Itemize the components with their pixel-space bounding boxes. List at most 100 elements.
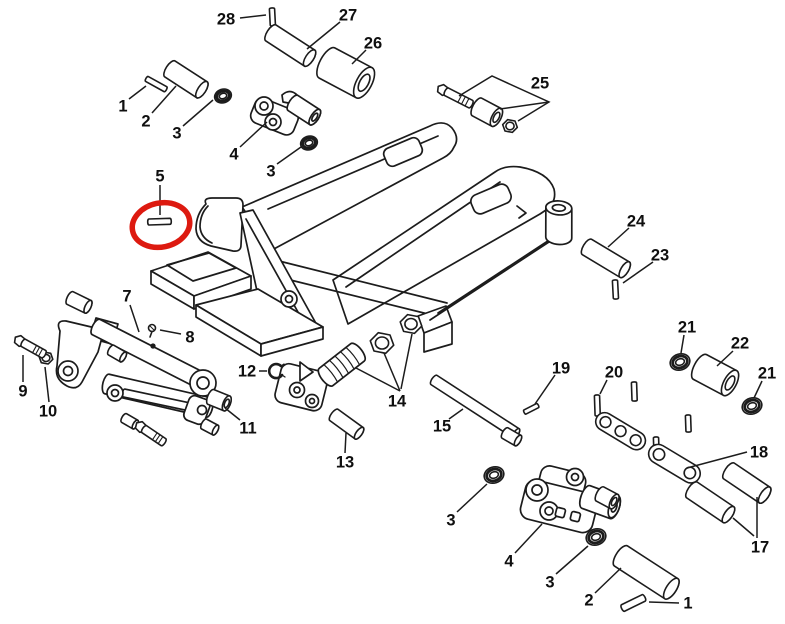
part-number-4-6: 4 [229,146,239,164]
part-number-27-1: 27 [339,7,357,25]
part-number-17-27: 17 [751,539,769,557]
leader-line-1-32 [648,601,680,604]
part-number-10-15: 10 [39,403,57,421]
leader-line-19-21 [534,374,556,405]
base-step-front [193,275,252,310]
part-number-26-2: 26 [364,35,382,53]
pin-24 [580,238,632,279]
leader-line-22-24 [716,350,734,367]
pin-19 [522,402,540,415]
part-number-22-24: 22 [731,335,749,353]
chassis-corner-front [423,321,453,353]
roll-pin-5 [146,217,173,226]
leader-line-1-3 [128,85,147,100]
part-number-7-12: 7 [122,288,131,306]
arm-assembly [55,317,217,426]
part-number-23-11: 23 [651,247,669,265]
bolt-9 [13,334,47,359]
pin-17a [684,481,736,524]
leader-line-13-18 [344,432,347,454]
bushing-b [106,344,128,363]
roller-22 [690,353,740,397]
part-number-9-14: 9 [18,383,27,401]
link-b [647,443,702,484]
leader-line-3-28 [456,483,488,513]
leader-line-8-13 [159,329,182,335]
bushing-mid [500,426,523,447]
coupling-yoke-top [249,90,322,136]
pin-18a [684,414,692,433]
leader-line-3-30 [555,545,589,575]
foot-front [260,326,324,357]
leader-line-3-5 [182,99,214,127]
roller-25 [470,97,504,128]
part-number-21-23: 21 [678,319,696,337]
oring-3b [299,135,319,151]
part-number-5-8: 5 [155,168,164,186]
part-number-3-28: 3 [446,512,455,530]
nut-25 [501,118,519,134]
part-number-12-17: 12 [238,363,256,381]
leader-line-17-27 [732,517,755,537]
pin-13 [328,408,365,440]
leader-line-18-26 [686,451,748,469]
leader-line-23-11 [622,261,654,284]
snap-ring-12 [267,362,286,380]
leader-line-25-9 [499,101,550,110]
pin-20 [593,394,602,417]
part-number-4-29: 4 [504,553,514,571]
pin-2-top [163,59,209,99]
part-number-25-9: 25 [531,75,549,93]
leader-line-4-6 [239,121,268,148]
pin-1-bottom [620,593,647,613]
small-parts-layer [13,7,772,613]
part-number-3-7: 3 [266,163,275,181]
base-step-cutout [166,252,237,282]
nut-14b [399,313,423,335]
leader-line-2-4 [151,85,177,114]
leader-line-21-25 [753,380,763,399]
mast-head-inner [199,205,213,244]
part-number-11-16: 11 [239,420,256,438]
pin-27 [264,23,317,68]
leader-line-14-19 [400,333,413,390]
leader-line-21-23 [680,334,685,354]
pin-23 [611,279,620,300]
pump-rod [429,239,553,321]
oring-3c [483,465,505,485]
pump-rod-edge [437,232,561,314]
leader-line-3-7 [276,146,302,165]
oring-21a [669,352,691,372]
leader-line-15-20 [448,408,464,420]
oring-3a [213,88,233,104]
pin-2-bottom [612,544,680,600]
leader-line-20-22 [599,379,608,395]
leader-line-14-19 [355,367,401,392]
bushing-d [199,418,220,436]
part-number-18-26: 18 [750,444,768,462]
part-number-15-20: 15 [433,418,451,436]
part-number-28-0: 28 [217,11,235,29]
part-number-8-13: 8 [185,329,194,347]
pin-28 [268,7,277,27]
spacer-17 [594,485,620,510]
rod-tee-fitting [544,200,573,246]
part-number-19-21: 19 [552,360,570,378]
bushing-a [65,290,93,314]
leader-line-14-19 [383,352,401,392]
leader-line-27-1 [306,21,341,50]
leader-line-25-9 [458,75,551,122]
mast-head [195,197,244,252]
leader-line-24-10 [607,227,630,248]
bolt-arm [134,420,167,447]
fork-upper-slot [382,136,424,168]
highlight-circle [129,199,193,251]
leader-line-28-0 [239,14,267,19]
fork-lower-wheel-hint [516,205,527,219]
pin-20b [630,381,638,402]
chassis-rail-b [270,258,448,304]
fork-lower-slot [470,183,512,215]
clevis-rod-end [274,342,367,412]
